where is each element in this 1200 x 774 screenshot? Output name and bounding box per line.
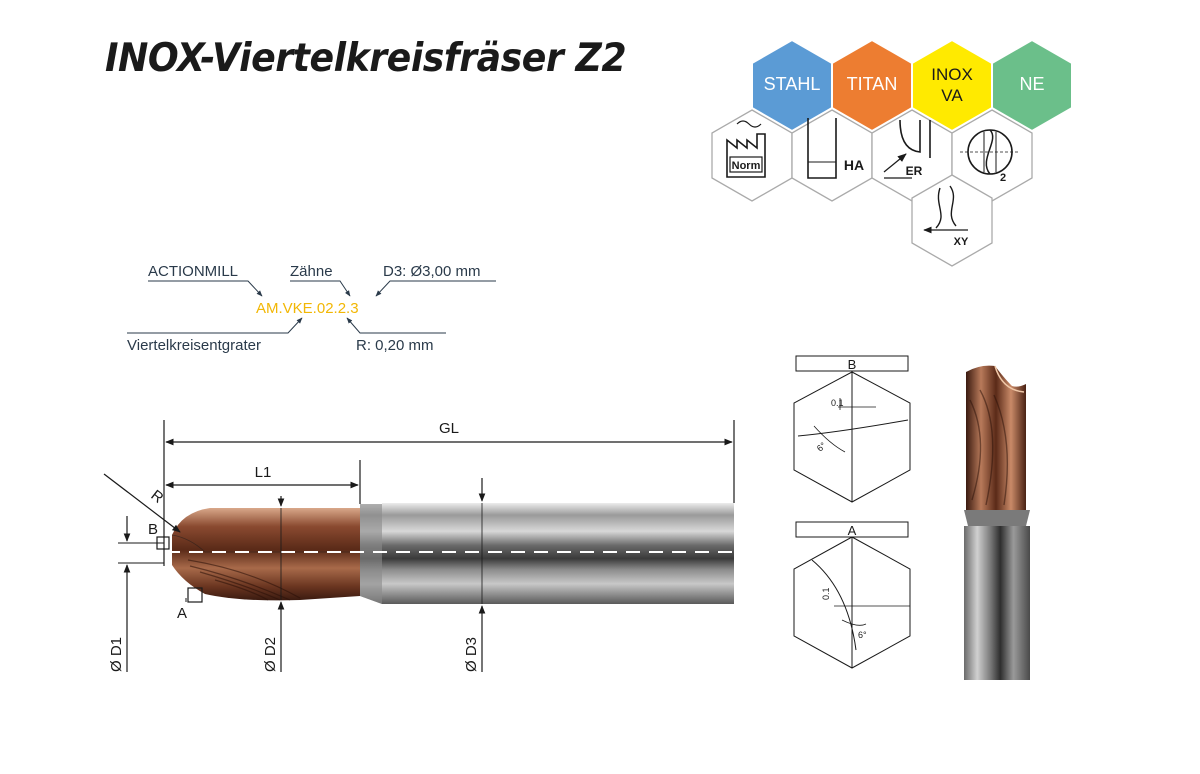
page-title: INOX-Viertelkreisfräser Z2 xyxy=(105,36,627,81)
svg-text:Norm: Norm xyxy=(732,160,761,172)
detail-a-dim: 0.1 xyxy=(821,587,831,600)
material-badge-ne: NE xyxy=(991,38,1073,133)
detail-b-title: B xyxy=(848,357,857,372)
detail-a-angle: 6° xyxy=(858,630,867,640)
material-label-stahl: STAHL xyxy=(764,74,821,94)
detail-b-angle: 6° xyxy=(815,440,828,453)
dim-d2-label: Ø D2 xyxy=(262,637,279,672)
product-photo xyxy=(964,365,1030,680)
svg-text:XY: XY xyxy=(954,236,969,248)
xy-direction-icon: XY xyxy=(911,174,993,267)
code-legend: ACTIONMILL Zähne D3: Ø3,00 mm AM.VKE.02.… xyxy=(127,263,496,354)
norm-factory-icon: Norm xyxy=(711,109,793,202)
detail-a-marker xyxy=(187,587,203,603)
tool-drawing: GL L1 R B A Ø D1 Ø D2 Ø D3 xyxy=(103,420,735,672)
detail-a-title: A xyxy=(848,523,857,538)
material-label-inox: INOX xyxy=(931,65,973,84)
material-badges: STAHL TITAN INOX VA NE xyxy=(751,38,1073,133)
legend-viertelkreis: Viertelkreisentgrater xyxy=(127,337,261,354)
detail-a-ref: A xyxy=(177,605,187,622)
material-label-va: VA xyxy=(941,86,963,105)
tool-cutting-head xyxy=(172,508,360,601)
detail-b-dim: 0.1 xyxy=(831,398,844,408)
material-badge-stahl: STAHL xyxy=(751,38,833,133)
dim-d1-label: Ø D1 xyxy=(108,637,125,672)
detail-b-ref: B xyxy=(148,521,158,538)
svg-text:2: 2 xyxy=(1000,172,1006,184)
legend-d3: D3: Ø3,00 mm xyxy=(383,263,481,280)
material-label-titan: TITAN xyxy=(847,74,898,94)
material-badge-titan: TITAN xyxy=(831,38,913,133)
detail-a-view: A 0.1 6° xyxy=(793,521,911,669)
dim-gl-label: GL xyxy=(439,420,459,437)
dim-l1-label: L1 xyxy=(255,464,272,481)
detail-b-view: B 0.1 6° xyxy=(793,355,911,503)
tool-shank xyxy=(360,503,734,604)
type-code: AM.VKE.02.2.3 xyxy=(256,300,359,317)
material-label-ne: NE xyxy=(1019,74,1044,94)
svg-text:ER: ER xyxy=(906,164,923,178)
dim-d3-label: Ø D3 xyxy=(463,637,480,672)
feature-icons: Norm HA ER 2 xyxy=(711,109,1033,267)
legend-actionmill: ACTIONMILL xyxy=(148,263,238,280)
legend-radius: R: 0,20 mm xyxy=(356,337,434,354)
legend-zaehne: Zähne xyxy=(290,263,333,280)
dim-r-line xyxy=(103,473,181,533)
ha-shank-icon: HA xyxy=(791,109,873,202)
svg-text:HA: HA xyxy=(844,157,864,173)
